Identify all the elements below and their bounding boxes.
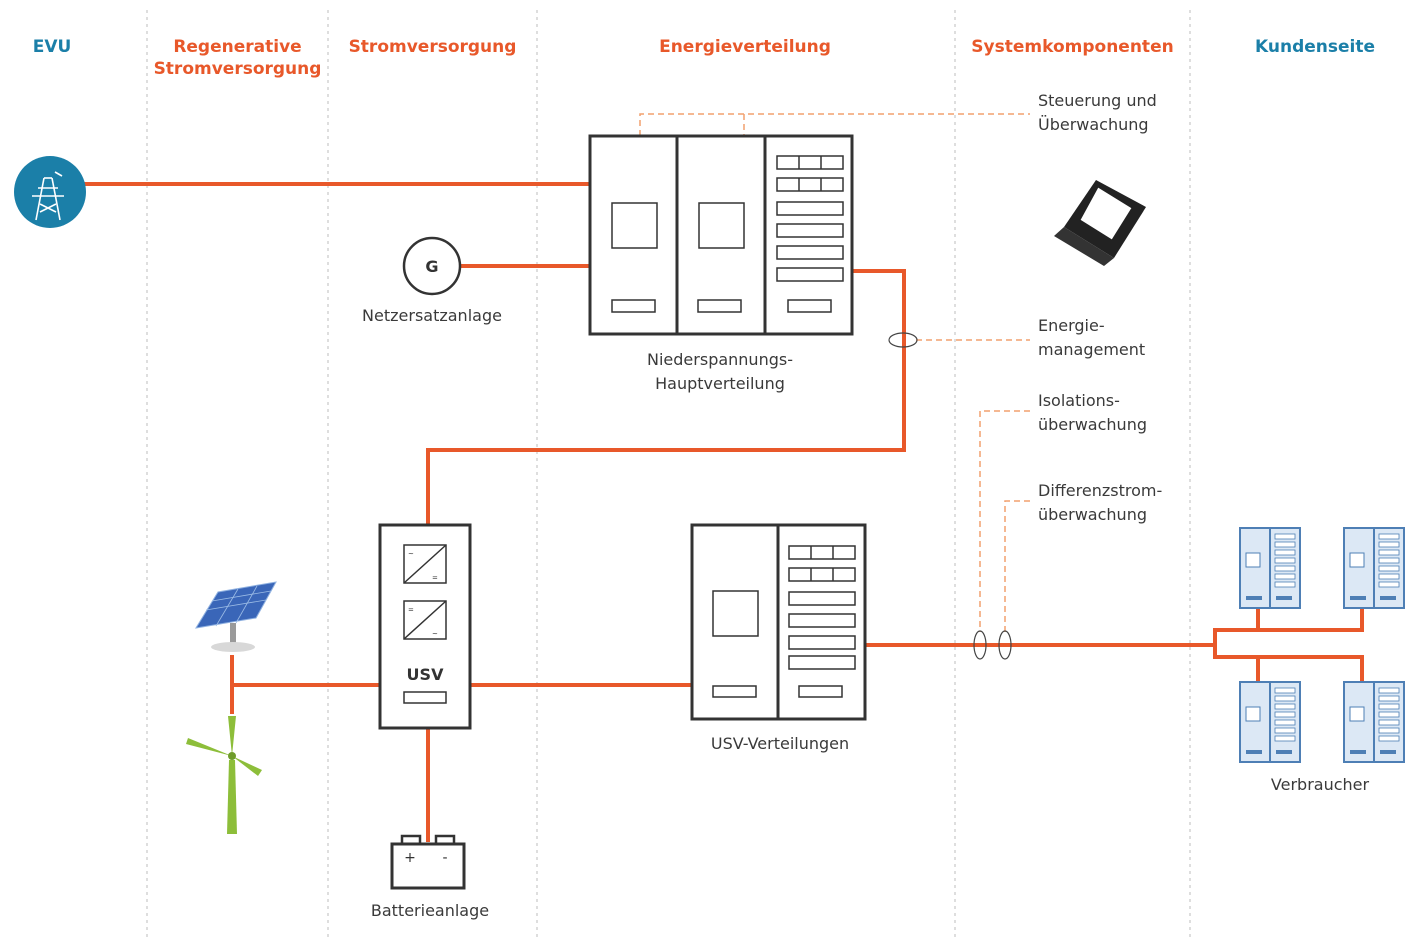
consumer-cabinets	[1239, 527, 1405, 763]
control-signal-line	[639, 113, 1030, 136]
column-header-energieverteilung: Energieverteilung	[659, 37, 831, 57]
differential-signal-line	[1004, 500, 1030, 632]
wind-turbine-icon	[186, 716, 262, 834]
svg-text:=: =	[408, 606, 414, 614]
usv-distribution-cabinet	[690, 523, 867, 721]
isolation-annotation: Isolations- überwachung	[1038, 391, 1147, 434]
differenzstrom-annotation: Differenzstrom- überwachung	[1038, 481, 1163, 524]
consumer-cabinet-1	[1239, 527, 1301, 609]
signal-lines	[639, 113, 1030, 632]
column-dividers	[146, 10, 1191, 937]
power-pylon-icon	[14, 156, 86, 228]
column-header-stromversorgung: Stromversorgung	[348, 37, 517, 57]
generator-icon: G	[402, 236, 462, 296]
consumer-cabinet-4	[1343, 681, 1405, 763]
column-header-systemkomponenten: Systemkomponenten	[971, 37, 1174, 57]
svg-text:~: ~	[432, 630, 438, 638]
column-header-regenerative: Regenerative Stromversorgung	[153, 37, 322, 79]
battery-minus: -	[442, 850, 447, 866]
usv-unit: ~ = = ~ USV	[378, 523, 472, 730]
isolation-sensor	[973, 630, 987, 660]
column-header-kundenseite: Kundenseite	[1254, 37, 1375, 57]
steuerung-annotation: Steuerung und Überwachung	[1038, 91, 1157, 134]
netzersatzanlage-label: Netzersatzanlage	[362, 306, 502, 325]
nshv-to-usv-line	[426, 269, 906, 527]
solar-panel-icon	[195, 581, 277, 652]
nshv-cabinet	[588, 134, 854, 336]
laptop-icon	[1054, 180, 1146, 266]
svg-text:~: ~	[408, 550, 414, 558]
consumer-cabinet-3	[1239, 681, 1301, 763]
consumer-cabinet-2	[1343, 527, 1405, 609]
energiemanagement-annotation: Energie- management	[1038, 316, 1146, 359]
battery-plus: +	[404, 850, 416, 866]
svg-text:=: =	[432, 574, 438, 582]
column-header-evu: EVU	[32, 37, 72, 57]
current-sensors	[888, 332, 1012, 660]
batterieanlage-label: Batterieanlage	[370, 901, 490, 920]
differential-sensor	[998, 630, 1012, 660]
energy-sensor	[888, 332, 918, 348]
usv-verteilungen-label: USV-Verteilungen	[710, 734, 850, 753]
battery-icon: + -	[390, 834, 466, 890]
nshv-label: Niederspannungs- Hauptverteilung	[647, 350, 793, 393]
usv-label: USV	[407, 665, 445, 684]
verbraucher-label: Verbraucher	[1270, 775, 1370, 794]
generator-symbol: G	[425, 257, 438, 276]
isolation-signal-line	[979, 410, 1030, 632]
power-lines	[84, 182, 1364, 842]
